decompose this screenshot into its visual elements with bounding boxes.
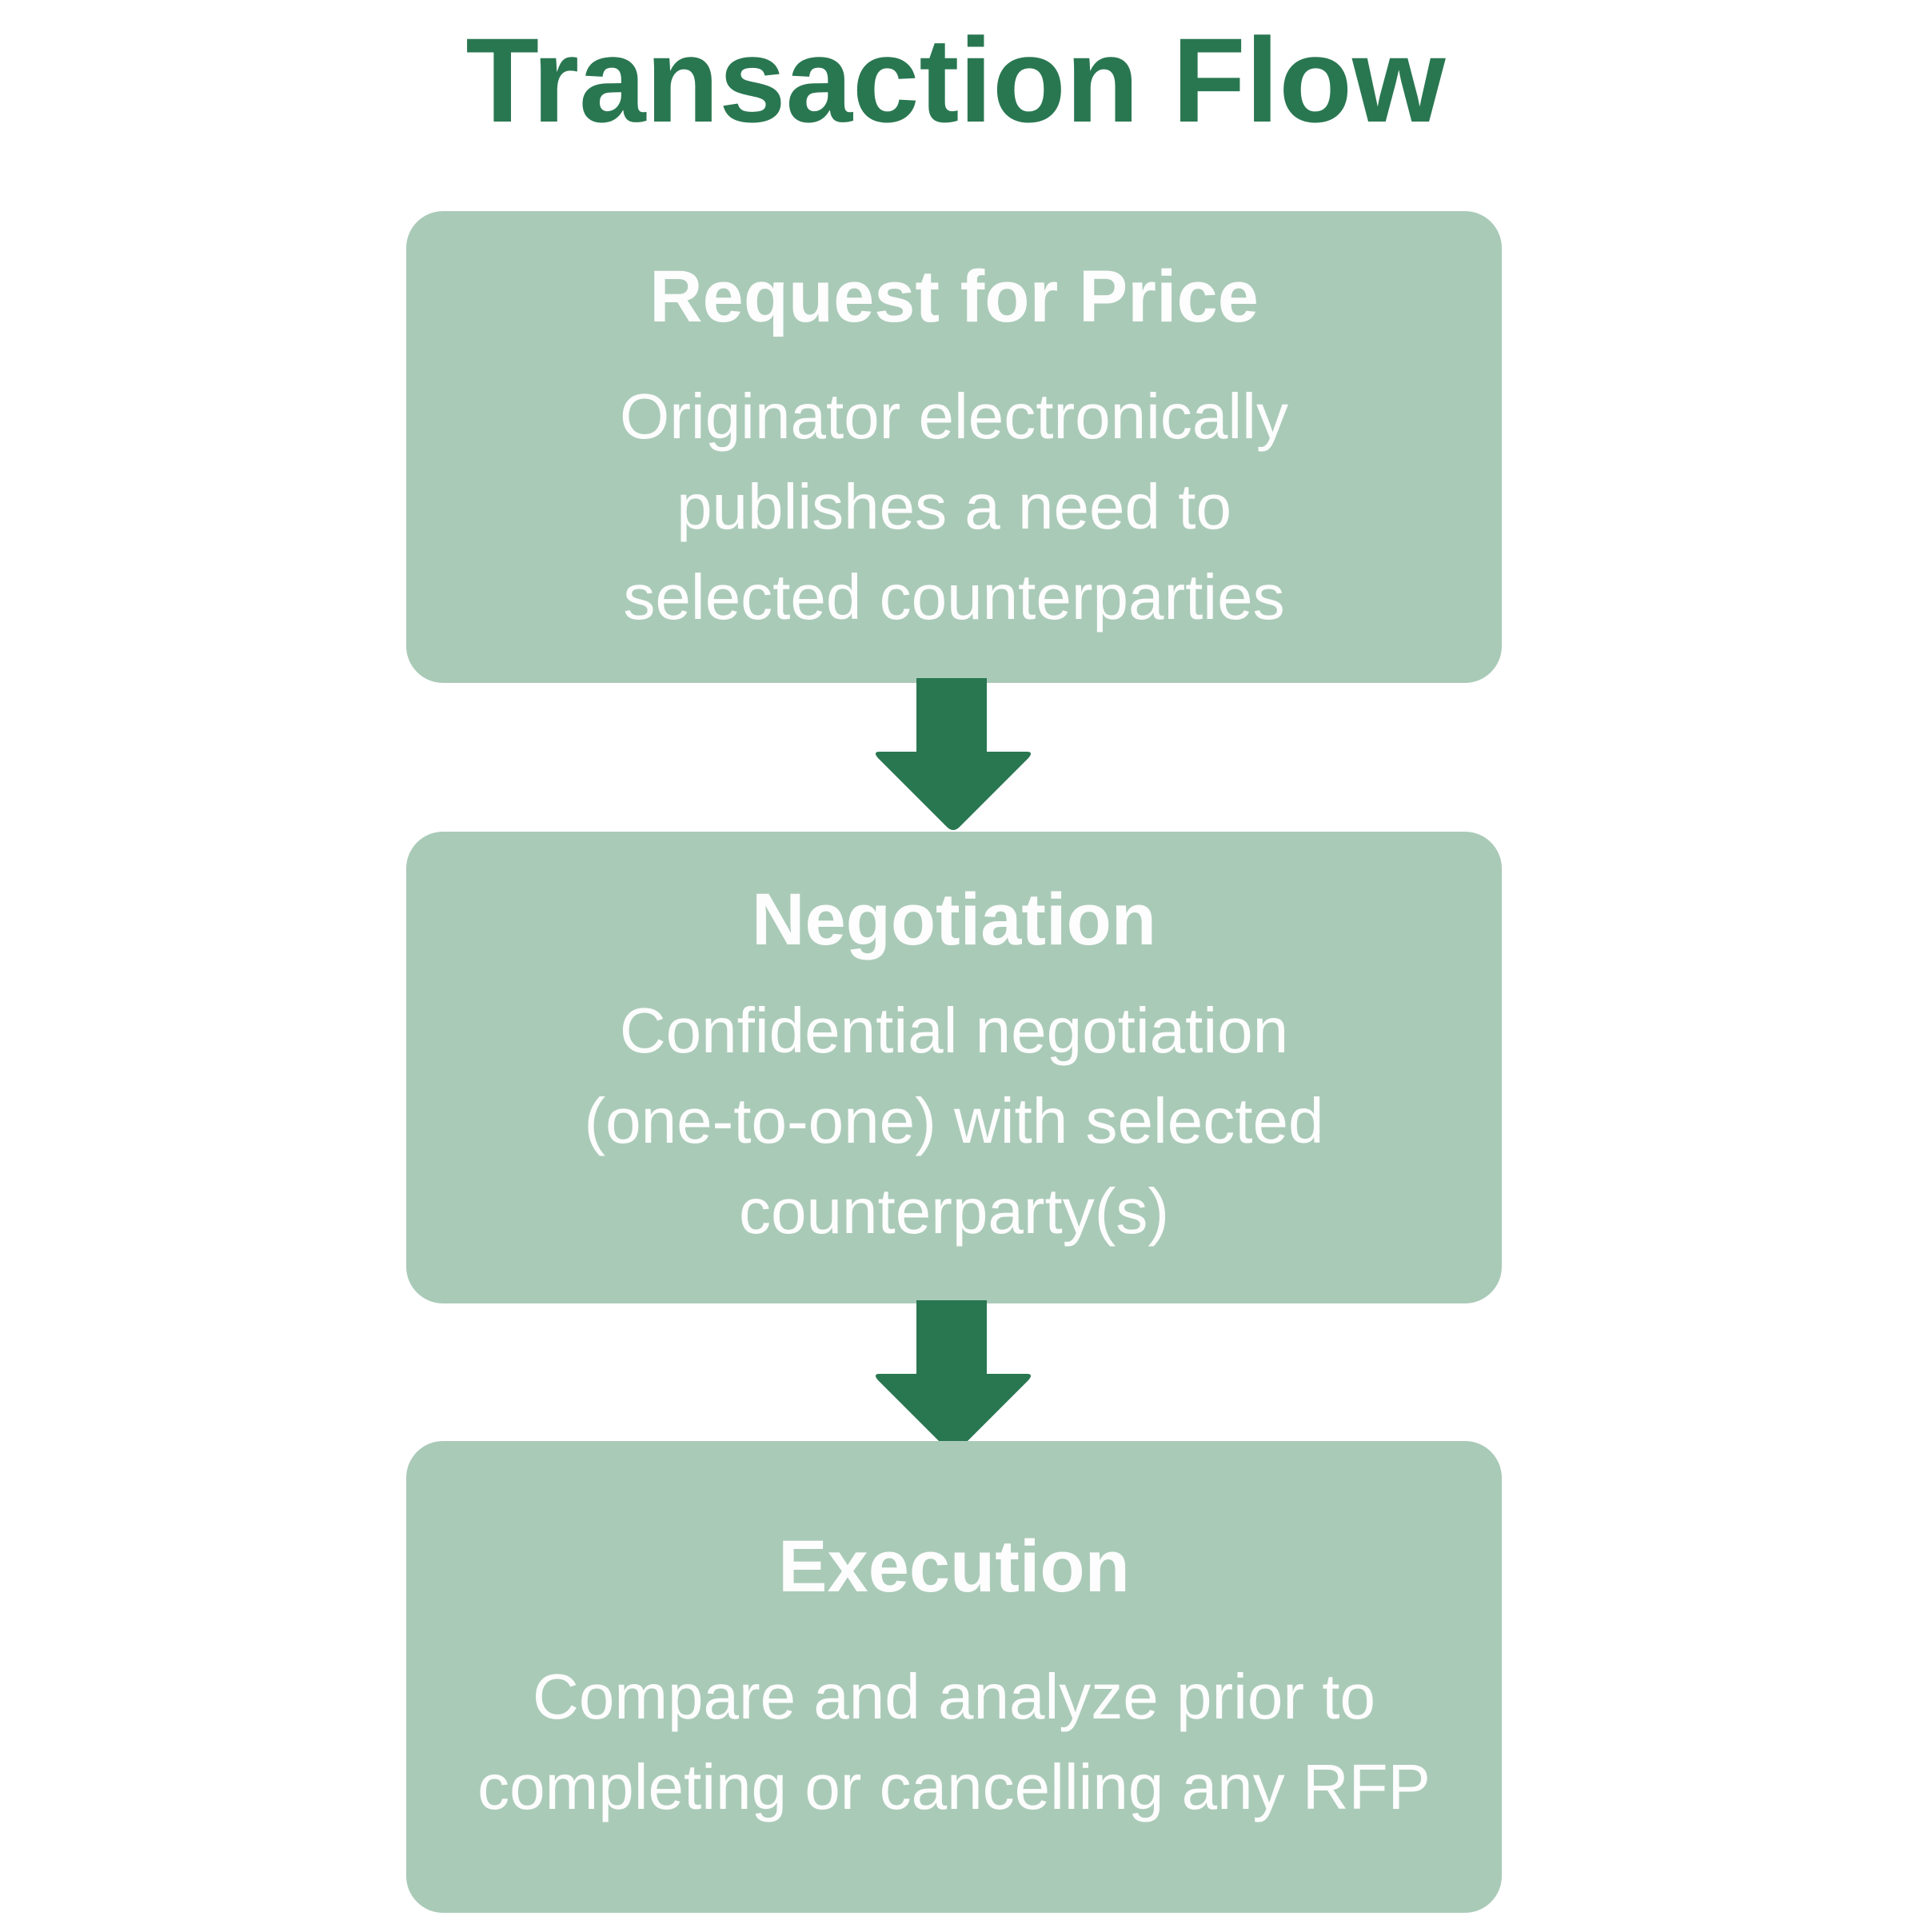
step-execution: Execution Compare and analyze prior to c… — [406, 1441, 1502, 1913]
step-description: Confidential negotiation (one-to-one) wi… — [584, 995, 1324, 1247]
step-negotiation: Negotiation Confidential negotiation (on… — [406, 832, 1502, 1303]
step-title: Negotiation — [752, 879, 1156, 960]
step-description: Originator electronically publishes a ne… — [620, 381, 1288, 633]
step-description: Compare and analyze prior to completing … — [477, 1661, 1431, 1822]
step-request-for-price: Request for Price Originator electronica… — [406, 211, 1502, 683]
down-arrow-icon — [875, 1300, 1032, 1452]
step-title: Execution — [778, 1526, 1130, 1607]
down-arrow-icon — [875, 678, 1032, 830]
step-title: Request for Price — [649, 256, 1259, 337]
diagram-title: Transaction Flow — [465, 13, 1446, 147]
